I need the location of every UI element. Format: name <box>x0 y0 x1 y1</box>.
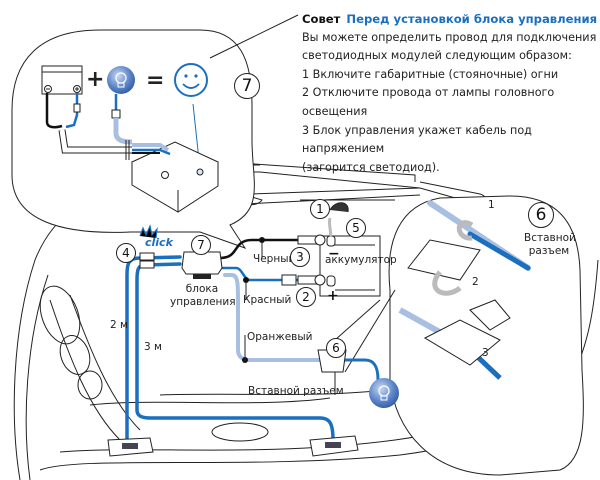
led-module-left <box>107 437 154 457</box>
step-3-black-wire: 3 <box>290 247 310 267</box>
click-label: click <box>145 236 173 249</box>
battery-icon <box>41 65 83 95</box>
tip-line: (загорится светодиод). <box>302 160 440 174</box>
equals-operator: = <box>146 68 164 93</box>
tip-line: 3 Блок управления укажет кабель под напр… <box>302 123 532 156</box>
wire-orange-label: Оранжевый <box>247 331 313 343</box>
led-module-right <box>309 435 359 457</box>
step-4-click: 4 <box>116 243 136 263</box>
step-7-inset: 7 <box>234 73 260 99</box>
led-bulb-icon <box>369 378 399 408</box>
substep-1: 1 <box>488 199 495 211</box>
battery-label: аккумулятор <box>325 254 397 266</box>
step-1-battery: 1 <box>310 199 330 219</box>
callout-line-tip <box>209 14 299 59</box>
svg-text:−: − <box>328 246 340 262</box>
substep-2: 2 <box>472 276 479 288</box>
smiley-icon <box>174 63 208 97</box>
tip-line: Вы можете определить провод для подключе… <box>302 30 597 44</box>
step-2-red-wire: 2 <box>296 287 316 307</box>
step-6-connector: 6 <box>326 338 346 358</box>
click-burst-icon <box>139 224 158 239</box>
cable-length-3m: 3 м <box>144 341 162 353</box>
inset-bubble-top <box>11 29 255 249</box>
tip-line: 1 Включите габаритные (стояночные) огни <box>302 67 559 81</box>
substep-3: 3 <box>482 347 489 359</box>
step-5-battery: 5 <box>346 218 366 238</box>
tip-line: освещения <box>302 104 368 118</box>
tip-label: Совет <box>302 12 341 26</box>
wire-black-label: Черный <box>253 253 296 265</box>
svg-text:+: + <box>327 288 339 304</box>
connector-label: Вставной разъем <box>248 385 344 397</box>
tip-line: 2 Отключите провода от лампы головного <box>302 86 555 100</box>
tip-title: Перед установкой блока управления <box>346 12 598 26</box>
connector-detail <box>398 200 531 380</box>
wire-red-label: Красный <box>243 294 292 306</box>
tip-panel: Совет Перед установкой блока управления В… <box>302 10 600 177</box>
control-unit <box>181 251 223 279</box>
plus-operator: + <box>86 67 104 92</box>
step-6-inset: 6 <box>528 202 554 228</box>
cable-length-2m: 2 м <box>110 319 128 331</box>
tip-line: светодиодных модулей следующим образом: <box>302 49 572 63</box>
step-7-control-unit: 7 <box>191 235 211 255</box>
bulb-icon <box>107 66 135 94</box>
